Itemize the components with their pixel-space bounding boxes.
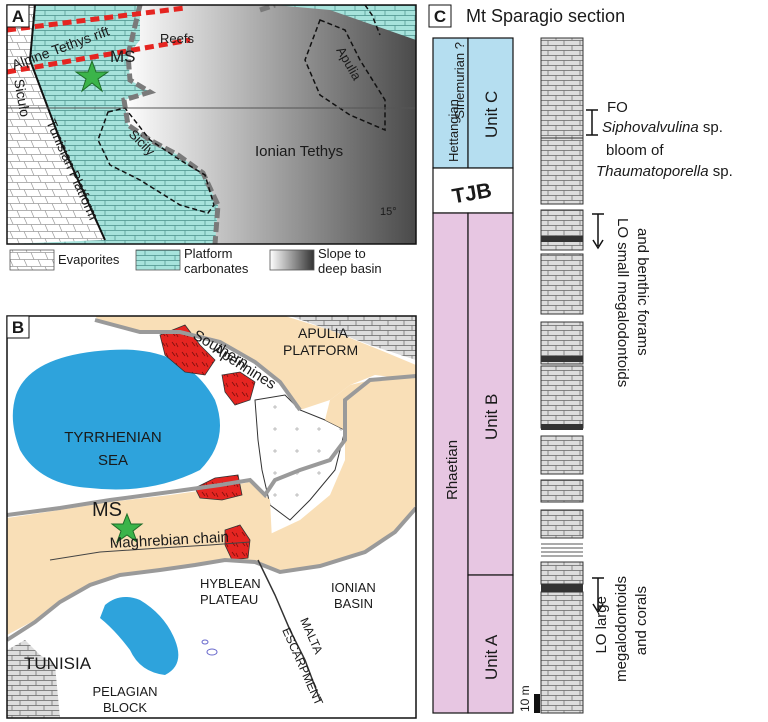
volcanic-area-1 (159, 324, 216, 376)
ms-star-b (110, 512, 144, 544)
unit-a-label: Unit A (482, 634, 501, 680)
lo-large-arrow (592, 577, 604, 614)
label-ionian-1: IONIAN (331, 580, 376, 595)
label-tunisia: TUNISIA (24, 654, 92, 673)
label-hyblean-2: PLATEAU (200, 592, 258, 607)
label-reefs: Reefs (160, 31, 194, 46)
annotation-lo-large-2: megalodontoids (613, 576, 630, 682)
legend-platform-swatch (135, 249, 181, 271)
label-pelagian-2: BLOCK (103, 700, 147, 715)
sicily-outline (97, 107, 215, 214)
rift-line-upper (7, 5, 186, 33)
legend-slope-label-2: deep basin (318, 261, 382, 276)
label-ms-a: MS (110, 47, 136, 66)
fo-range-marker (586, 109, 598, 136)
label-pelagian-1: PELAGIAN (92, 684, 157, 699)
label-ionian-tethys: Ionian Tethys (255, 143, 343, 160)
legend-platform-label-1: Platform (184, 246, 232, 261)
label-siculo: Siculo (11, 78, 33, 119)
legend-evaporites-swatch (9, 249, 55, 271)
volcanic-area-2 (221, 371, 256, 406)
rift-line-lower (7, 37, 191, 75)
annotation-lo-small-2: and benthic forams (634, 228, 651, 356)
panel-a-letter: A (12, 7, 24, 26)
tjb-box (432, 167, 514, 214)
legend-slope-swatch (269, 249, 315, 271)
platform-margin (28, 5, 106, 241)
pelagian-sea (100, 596, 179, 675)
annotation-bloom: bloom of (606, 142, 664, 159)
annotation-lo-large-3: and corals (633, 586, 650, 655)
stage-hettangian: Hettangian (446, 99, 461, 162)
panel-c: C Mt Sparagio section Hettangian Sinemur… (428, 4, 733, 714)
label-hyblean-1: HYBLEAN (200, 576, 261, 591)
label-longitude: 15° (380, 206, 397, 218)
legend-slope-label-1: Slope to (318, 246, 366, 261)
unit-a-box (467, 574, 514, 714)
stage-rhaetian: Rhaetian (444, 440, 461, 500)
unit-b-box (467, 212, 514, 576)
stage-jurassic-box (432, 37, 469, 169)
tunisia-area (7, 640, 60, 718)
scale-label: 10 m (518, 685, 532, 712)
label-ms-b: MS (92, 499, 122, 521)
unit-c-label: Unit C (482, 91, 501, 138)
legend-platform-label-2: carbonates (184, 261, 249, 276)
thrust-front-apennines (94, 318, 302, 412)
tyrrhenian-sea (12, 349, 220, 490)
coastline-sicily (49, 541, 251, 561)
unit-b-label: Unit B (482, 394, 501, 440)
deep-basin (124, 5, 416, 244)
unit-c-box (467, 37, 514, 169)
thrust-front-north (7, 374, 416, 517)
annotation-fo: FO (607, 99, 628, 116)
legend-evaporites-label: Evaporites (58, 252, 120, 267)
panel-c-letter: C (434, 7, 446, 26)
stage-rhaetian-box (432, 212, 469, 714)
ms-star-a (74, 59, 110, 93)
lithology-column (540, 37, 584, 714)
legend-a: Evaporites Platform carbonates Slope to … (9, 246, 382, 276)
ionian-arc-area (255, 378, 416, 570)
annotation-lo-small-1: LO small megalodontoids (614, 218, 631, 387)
label-tyrrhenian-2: SEA (98, 452, 128, 469)
apulia-outline (304, 19, 386, 132)
panel-b-letter: B (12, 318, 24, 337)
panel-b: B Southern Apennines APULIA PLATFORM TYR… (6, 315, 417, 719)
label-platform-b: PLATFORM (283, 342, 358, 358)
volcanic-area-3 (194, 474, 243, 501)
thrust-front-south (7, 506, 416, 642)
stage-sinemurian: Sinemurian ? (452, 42, 467, 119)
lo-small-arrow (592, 213, 604, 250)
annotation-siphovalvulina: Siphovalvulina sp. (602, 119, 723, 136)
label-ionian-2: BASIN (334, 596, 373, 611)
panel-c-title: Mt Sparagio section (466, 6, 625, 26)
southern-apennines-area (95, 316, 416, 410)
label-tyrrhenian-1: TYRRHENIAN (64, 429, 162, 446)
panel-a: A Alpine Tethys rift MS Reefs Apulia Sic… (6, 4, 417, 276)
maghrebian-chain-area (7, 482, 272, 635)
apulia-platform-area (290, 316, 416, 360)
label-maghrebian: Maghrebian chain (109, 529, 229, 552)
scale-bar (534, 694, 540, 713)
annotation-lo-large-1: LO large (593, 596, 610, 654)
annotation-thaumatoporella: Thaumatoporella sp. (596, 163, 733, 180)
malta-escarpment-line (257, 559, 321, 701)
label-apulia-b: APULIA (298, 325, 348, 341)
